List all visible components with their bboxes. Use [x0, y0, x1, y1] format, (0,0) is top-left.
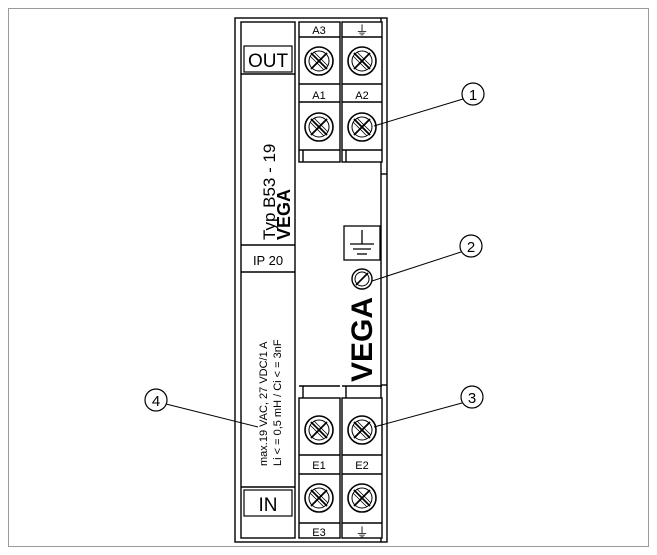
callout-1-number: 1 [469, 87, 477, 104]
callout-leaders [165, 98, 464, 428]
bottom-terminal-block [298, 385, 383, 539]
callout-2: 2 [459, 234, 483, 258]
spec-line-2: Li < = 0,5 mH / Ci < = 3nF [272, 339, 284, 466]
callout-1: 1 [461, 82, 485, 106]
screw-e2-icon[interactable] [347, 415, 377, 445]
screw-e3-icon[interactable] [304, 483, 334, 513]
screw-ground-bottom-icon[interactable] [347, 483, 377, 513]
ground-symbol-icon [343, 225, 381, 261]
in-label: IN [259, 495, 278, 516]
terminal-a1-label: A1 [312, 90, 325, 102]
terminal-ground-bottom-label: ⏚ [355, 525, 368, 540]
callout-4: 4 [144, 388, 168, 412]
screw-a1-icon[interactable] [304, 112, 334, 142]
terminal-e2-label: E2 [355, 460, 368, 472]
vega-logo-small: VEGA [274, 189, 294, 240]
out-label: OUT [248, 51, 289, 72]
ground-screw-icon[interactable] [351, 268, 373, 290]
screw-a3-icon[interactable] [304, 46, 334, 76]
terminal-a2-label: A2 [355, 90, 368, 102]
terminal-a3-label: A3 [312, 25, 325, 37]
terminal-e1-label: E1 [312, 460, 325, 472]
callout-3-number: 3 [468, 390, 476, 407]
in-label-box [243, 489, 293, 517]
callout-3: 3 [460, 385, 484, 409]
vega-logo-large: VEGA [346, 297, 379, 382]
ip-rating: IP 20 [253, 253, 283, 268]
type-label: Typ B53 - 19 [260, 144, 279, 240]
terminal-e3-label: E3 [312, 527, 325, 539]
terminal-ground-top-label: ⏚ [355, 23, 368, 38]
screw-ground-top-icon[interactable] [347, 46, 377, 76]
callout-2-number: 2 [467, 239, 475, 256]
screw-e1-icon[interactable] [304, 415, 334, 445]
spec-line-1: max.19 VAC, 27 VDC/1 A [258, 341, 270, 466]
screw-a2-icon[interactable] [347, 112, 377, 142]
callout-4-number: 4 [152, 393, 160, 410]
out-label-box [243, 45, 293, 73]
